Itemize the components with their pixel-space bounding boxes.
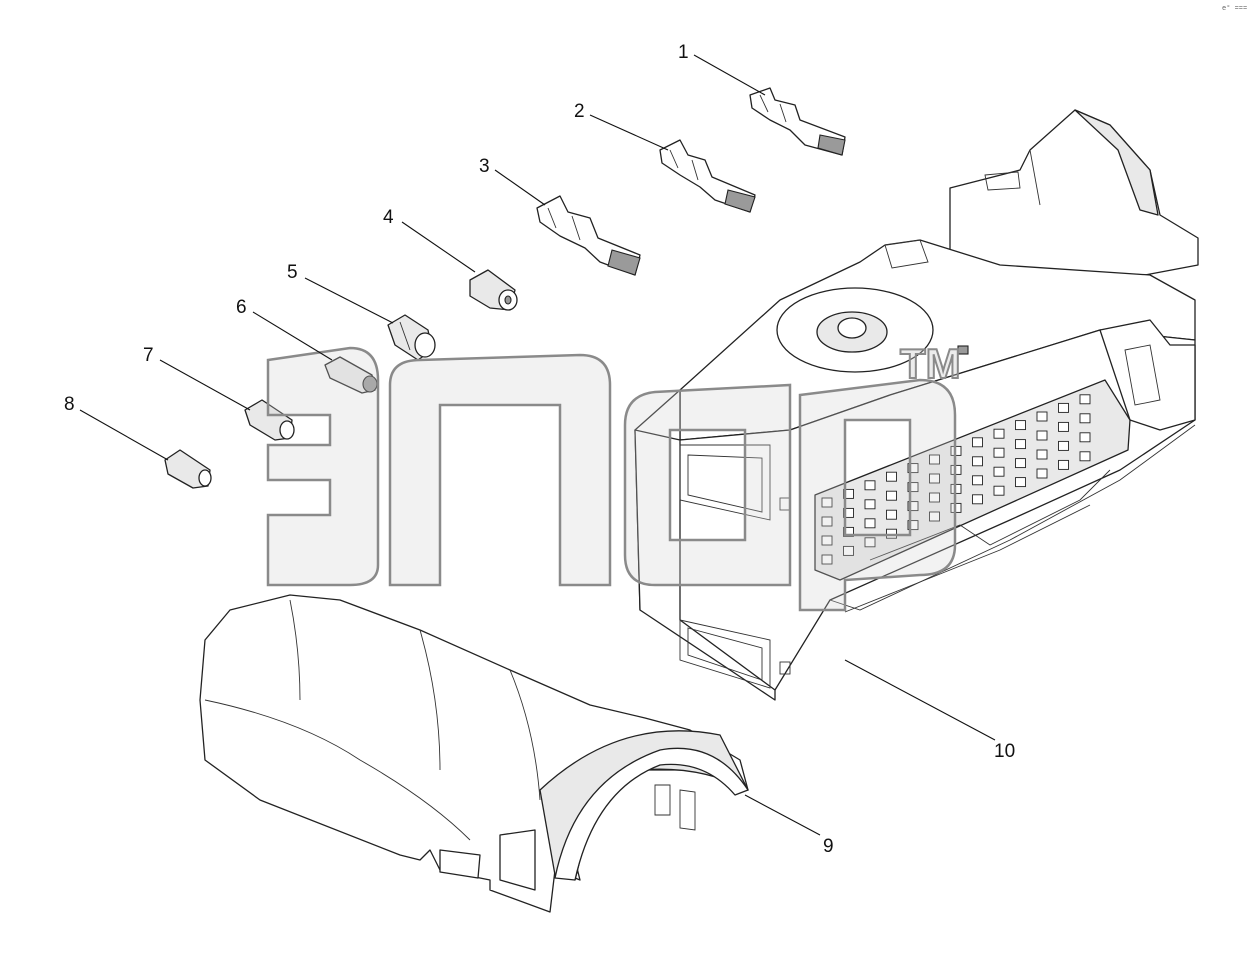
pin-cavity <box>1058 440 1069 451</box>
pin-cavity <box>1015 439 1026 450</box>
pin-cavity <box>1015 420 1026 431</box>
pin-cavity <box>886 528 897 539</box>
pin-cavity <box>864 480 876 491</box>
pin-cavity <box>972 437 983 448</box>
pin-cavity <box>993 428 1005 439</box>
callout-4: 4 <box>383 207 394 228</box>
pin-cavity <box>864 518 876 529</box>
corner-mark: e° === <box>1222 4 1247 13</box>
pin-cavity <box>864 537 876 548</box>
callout-3: 3 <box>479 156 490 177</box>
pin-cavity <box>1058 402 1069 413</box>
pin-cavity <box>886 471 897 482</box>
pin-grid <box>821 394 1091 565</box>
pin-cavity <box>886 509 897 520</box>
terminal-part-1 <box>749 87 846 156</box>
callout-2: 2 <box>574 101 585 122</box>
pin-cavity <box>821 497 833 508</box>
callout-8: 8 <box>64 394 75 415</box>
pin-cavity <box>1079 432 1091 443</box>
pin-cavity <box>907 501 919 512</box>
plug-part-7 <box>244 399 295 441</box>
pin-cavity <box>1036 449 1048 460</box>
pin-cavity <box>821 554 833 565</box>
pin-cavity <box>907 463 919 474</box>
pin-cavity <box>907 482 919 493</box>
pin-cavity <box>1036 411 1048 422</box>
pin-cavity <box>993 466 1005 477</box>
pin-cavity <box>929 473 940 484</box>
pin-cavity <box>843 507 854 518</box>
wire-cover-part-9 <box>199 594 749 913</box>
pin-cavity <box>821 535 833 546</box>
pin-cavity <box>1015 458 1026 469</box>
pin-cavity <box>993 447 1005 458</box>
pin-cavity <box>972 475 983 486</box>
pin-cavity <box>821 516 833 527</box>
callout-7: 7 <box>143 345 154 366</box>
callout-1: 1 <box>678 42 689 63</box>
pin-cavity <box>843 545 854 556</box>
callout-10: 10 <box>994 741 1015 762</box>
pin-cavity <box>929 511 940 522</box>
pin-cavity <box>972 494 983 505</box>
pin-cavity <box>843 488 854 499</box>
pin-cavity <box>1058 421 1069 432</box>
pin-cavity <box>929 492 940 503</box>
pin-cavity <box>1079 413 1091 424</box>
pin-cavity <box>886 490 897 501</box>
watermark-logo: TM <box>266 339 962 612</box>
callout-9: 9 <box>823 836 834 857</box>
pin-cavity <box>1079 451 1091 462</box>
callout-6: 6 <box>236 297 247 318</box>
seal-part-4 <box>469 269 518 311</box>
pin-cavity <box>929 454 940 465</box>
callout-labels: 1 2 3 4 5 6 7 8 9 10 <box>64 42 1015 857</box>
leader-lines <box>79 54 996 836</box>
terminal-part-2 <box>659 139 756 213</box>
plug-part-8 <box>164 449 212 489</box>
pin-cavity <box>843 526 854 537</box>
pin-cavity <box>1036 430 1048 441</box>
pin-cavity <box>1058 459 1069 470</box>
terminal-part-3 <box>536 195 641 276</box>
pin-cavity <box>993 485 1005 496</box>
pin-cavity <box>1079 394 1091 405</box>
pin-cavity <box>864 499 876 510</box>
seal-part-5 <box>387 314 436 361</box>
callout-5: 5 <box>287 262 298 283</box>
pin-cavity <box>1015 477 1026 488</box>
trademark-symbol: TM <box>900 340 961 387</box>
pin-cavity <box>972 456 983 467</box>
pin-cavity <box>907 520 919 531</box>
pin-cavity <box>1036 468 1048 479</box>
